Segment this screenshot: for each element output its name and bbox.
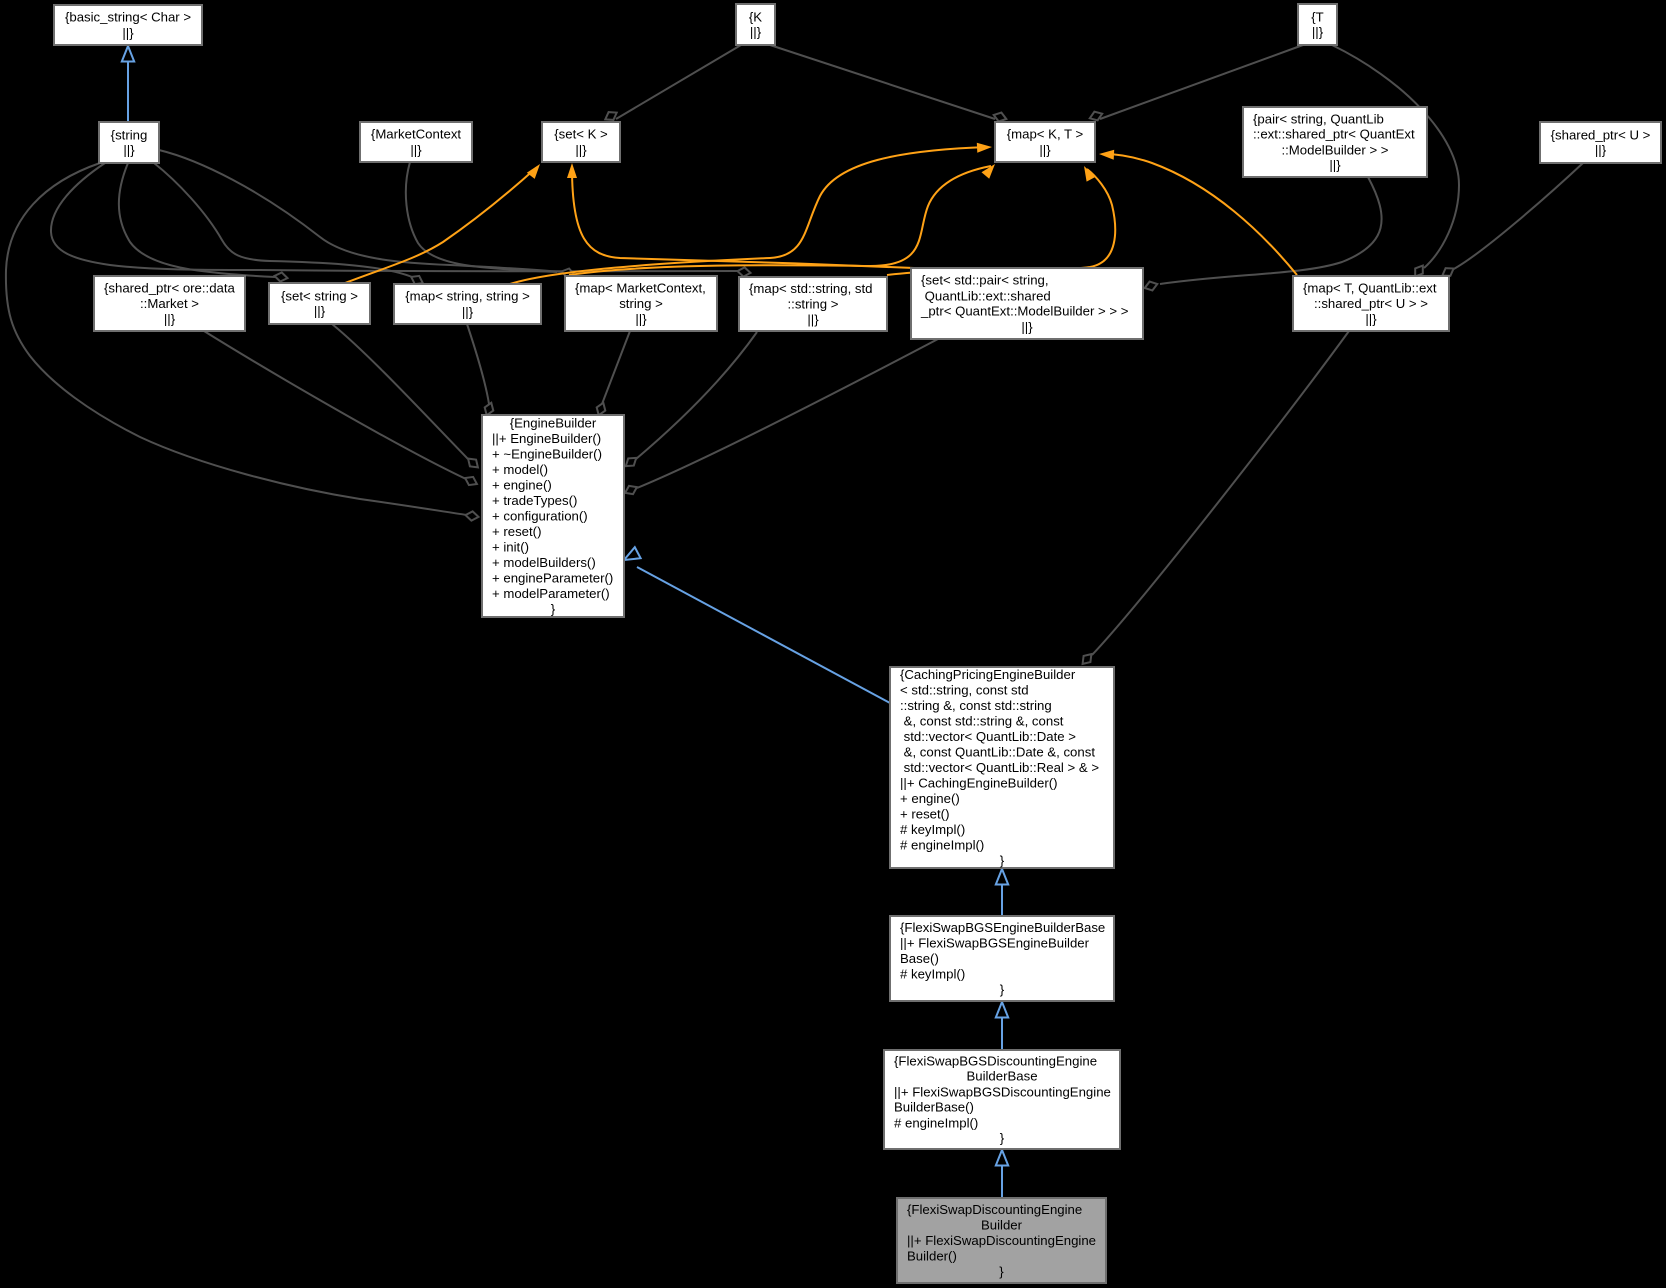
svg-text:{MarketContext: {MarketContext <box>371 127 461 142</box>
svg-text:||+ FlexiSwapBGSDiscountingEng: ||+ FlexiSwapBGSDiscountingEngine <box>894 1084 1111 1099</box>
svg-text:{FlexiSwapBGSDiscountingEngine: {FlexiSwapBGSDiscountingEngine <box>894 1053 1097 1068</box>
svg-text:std::vector< QuantLib::Date >: std::vector< QuantLib::Date > <box>900 729 1076 744</box>
svg-text:{basic_string< Char >: {basic_string< Char > <box>65 10 191 25</box>
svg-text:+ modelParameter(): + modelParameter() <box>492 586 610 601</box>
svg-text:::shared_ptr< U > >: ::shared_ptr< U > > <box>1314 296 1428 311</box>
svg-text:{shared_ptr< ore::data: {shared_ptr< ore::data <box>104 281 236 296</box>
svg-text:}: } <box>1000 982 1005 997</box>
svg-text:||+ EngineBuilder(): ||+ EngineBuilder() <box>492 431 601 446</box>
svg-text:||}: ||} <box>410 142 422 157</box>
svg-text:||}: ||} <box>122 25 134 40</box>
svg-text:{map< std::string, std: {map< std::string, std <box>749 281 873 296</box>
svg-text:||}: ||} <box>1365 312 1377 327</box>
svg-text:+ tradeTypes(): + tradeTypes() <box>492 493 577 508</box>
svg-text:||}: ||} <box>123 143 135 158</box>
svg-text:{string: {string <box>111 127 148 142</box>
svg-text:}: } <box>551 602 556 617</box>
svg-text:Builder(): Builder() <box>907 1249 957 1264</box>
svg-text:+ engine(): + engine() <box>492 478 552 493</box>
svg-text:}: } <box>999 1264 1004 1279</box>
svg-text:{T: {T <box>1311 9 1323 24</box>
svg-text:||}: ||} <box>1039 142 1051 157</box>
svg-text:{map< string, string >: {map< string, string > <box>405 289 530 304</box>
svg-text:{set< K >: {set< K > <box>554 127 608 142</box>
svg-text:+ init(): + init() <box>492 540 529 555</box>
svg-text:+ reset(): + reset() <box>492 524 541 539</box>
svg-text:string >: string > <box>619 296 663 311</box>
svg-text:{K: {K <box>749 9 762 24</box>
svg-text:||+ CachingEngineBuilder(): ||+ CachingEngineBuilder() <box>900 776 1058 791</box>
svg-text:+ configuration(): + configuration() <box>492 509 588 524</box>
svg-text:# engineImpl(): # engineImpl() <box>894 1115 978 1130</box>
svg-text:Base(): Base() <box>900 951 939 966</box>
svg-text:::string >: ::string > <box>788 297 839 312</box>
svg-text:+ reset(): + reset() <box>900 807 949 822</box>
svg-text:_ptr< QuantExt::ModelBuilder >: _ptr< QuantExt::ModelBuilder > > > <box>920 304 1129 319</box>
svg-text:||+ FlexiSwapDiscountingEngine: ||+ FlexiSwapDiscountingEngine <box>907 1233 1096 1248</box>
svg-text:||}: ||} <box>314 304 326 319</box>
svg-text:# keyImpl(): # keyImpl() <box>900 967 965 982</box>
svg-text:BuilderBase(): BuilderBase() <box>894 1100 974 1115</box>
svg-text:||}: ||} <box>1021 319 1033 334</box>
svg-text:||}: ||} <box>750 25 762 40</box>
svg-text:::ext::shared_ptr< QuantExt: ::ext::shared_ptr< QuantExt <box>1253 127 1415 142</box>
svg-text:{map< K, T >: {map< K, T > <box>1007 127 1084 142</box>
svg-text:# keyImpl(): # keyImpl() <box>900 822 965 837</box>
svg-text:||}: ||} <box>575 142 587 157</box>
svg-text:{CachingPricingEngineBuilder: {CachingPricingEngineBuilder <box>900 667 1076 682</box>
svg-text:+ engineParameter(): + engineParameter() <box>492 571 613 586</box>
svg-text:}: } <box>1000 853 1005 868</box>
svg-text:{shared_ptr< U >: {shared_ptr< U > <box>1551 127 1651 142</box>
svg-text:||}: ||} <box>807 312 819 327</box>
svg-text:||}: ||} <box>1595 143 1607 158</box>
svg-text:< std::string, const std: < std::string, const std <box>900 683 1029 698</box>
svg-text:BuilderBase: BuilderBase <box>966 1069 1037 1084</box>
svg-text:+ ~EngineBuilder(): + ~EngineBuilder() <box>492 447 602 462</box>
svg-text:::Market >: ::Market > <box>140 296 199 311</box>
svg-text:+ engine(): + engine() <box>900 791 960 806</box>
svg-text:||+ FlexiSwapBGSEngineBuilder: ||+ FlexiSwapBGSEngineBuilder <box>900 936 1090 951</box>
svg-text:{map< T, QuantLib::ext: {map< T, QuantLib::ext <box>1303 281 1437 296</box>
svg-text:+ model(): + model() <box>492 462 548 477</box>
svg-text:{EngineBuilder: {EngineBuilder <box>510 416 597 431</box>
svg-text:Builder: Builder <box>981 1218 1023 1233</box>
svg-text:# engineImpl(): # engineImpl() <box>900 838 984 853</box>
svg-text:::string &, const std::string: ::string &, const std::string <box>900 698 1052 713</box>
svg-text:QuantLib::ext::shared: QuantLib::ext::shared <box>921 288 1051 303</box>
svg-text:}: } <box>1000 1131 1005 1146</box>
svg-text:||}: ||} <box>1329 158 1341 173</box>
svg-text:::ModelBuilder > >: ::ModelBuilder > > <box>1281 142 1388 157</box>
svg-text:||}: ||} <box>164 312 176 327</box>
svg-text:+ modelBuilders(): + modelBuilders() <box>492 555 596 570</box>
svg-text:{FlexiSwapBGSEngineBuilderBase: {FlexiSwapBGSEngineBuilderBase <box>900 920 1105 935</box>
svg-text:{map< MarketContext,: {map< MarketContext, <box>575 281 706 296</box>
svg-text:&, const QuantLib::Date &, con: &, const QuantLib::Date &, const <box>900 745 1095 760</box>
svg-text:&, const std::string &, const: &, const std::string &, const <box>900 714 1064 729</box>
svg-text:std::vector< QuantLib::Real >: std::vector< QuantLib::Real > & > <box>900 760 1099 775</box>
svg-text:||}: ||} <box>1312 25 1324 40</box>
svg-text:{set< std::pair< string,: {set< std::pair< string, <box>921 273 1049 288</box>
svg-text:||}: ||} <box>462 304 474 319</box>
svg-text:{FlexiSwapDiscountingEngine: {FlexiSwapDiscountingEngine <box>907 1202 1082 1217</box>
svg-text:||}: ||} <box>635 312 647 327</box>
svg-text:{pair< string, QuantLib: {pair< string, QuantLib <box>1253 111 1384 126</box>
svg-text:{set< string >: {set< string > <box>281 288 358 303</box>
